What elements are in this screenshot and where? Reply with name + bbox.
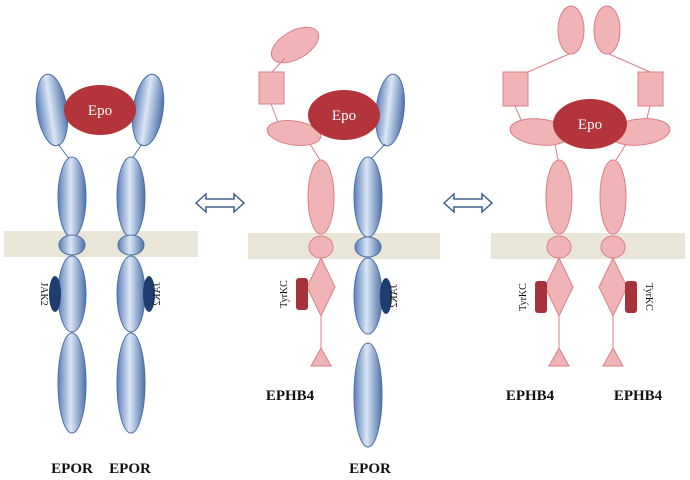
receptor-label-ephb4-panel2: EPHB4 [266, 388, 315, 404]
jak2-label-right: JAK2 [152, 282, 163, 305]
membrane-panel-2 [248, 233, 440, 259]
ephb4-receptor-panel2 [258, 26, 336, 367]
jak2-kinase-panel2 [380, 278, 392, 314]
tyrkc-kinase-right [625, 281, 637, 313]
receptor-label-epor-2: EPOR [109, 461, 151, 477]
epor-receptor-panel2 [353, 73, 405, 448]
tyrkc-kinase-left [535, 281, 547, 313]
receptor-label-epor-panel2: EPOR [349, 461, 391, 477]
membrane-panel-1 [4, 231, 198, 257]
receptor-label-epor-1: EPOR [51, 461, 93, 477]
panel-epor-homodimer: Epo JAK2 JAK2 EPOR EPOR [35, 73, 165, 477]
double-arrow-left [194, 192, 246, 214]
epo-ligand-1 [64, 85, 136, 135]
double-arrow-right [442, 192, 494, 214]
tyrkc-label-left: TyrKC [518, 283, 529, 311]
jak2-kinase-right [143, 276, 155, 312]
panel-epor-ephb4-heterodimer: Epo TyrKC JAK2 EPHB4 EPOR [258, 26, 405, 477]
epo-label-1: Epo [88, 103, 112, 119]
receptor-label-ephb4-left: EPHB4 [506, 388, 555, 404]
receptor-label-ephb4-right: EPHB4 [614, 388, 663, 404]
membrane-panel-3 [491, 233, 685, 259]
epo-label-2: Epo [332, 108, 356, 124]
epo-ligand-2 [308, 90, 380, 140]
epor-receptor-right [116, 73, 165, 434]
tyrkc-kinase-panel2 [296, 278, 308, 310]
ephb4-receptor-left [502, 5, 585, 367]
jak2-kinase-left [49, 276, 61, 312]
tyrkc-label-right: TyrKC [643, 283, 654, 311]
jak2-label-left: JAK2 [38, 282, 49, 305]
epor-receptor-left [35, 73, 87, 434]
panel-ephb4-homodimer: Epo TyrKC TyrKC EPHB4 EPHB4 [502, 5, 671, 404]
epo-ligand-3 [553, 99, 627, 149]
jak2-label-panel2: JAK2 [389, 284, 400, 307]
tyrkc-label-panel2: TyrKC [279, 280, 290, 308]
epo-label-3: Epo [578, 117, 602, 133]
